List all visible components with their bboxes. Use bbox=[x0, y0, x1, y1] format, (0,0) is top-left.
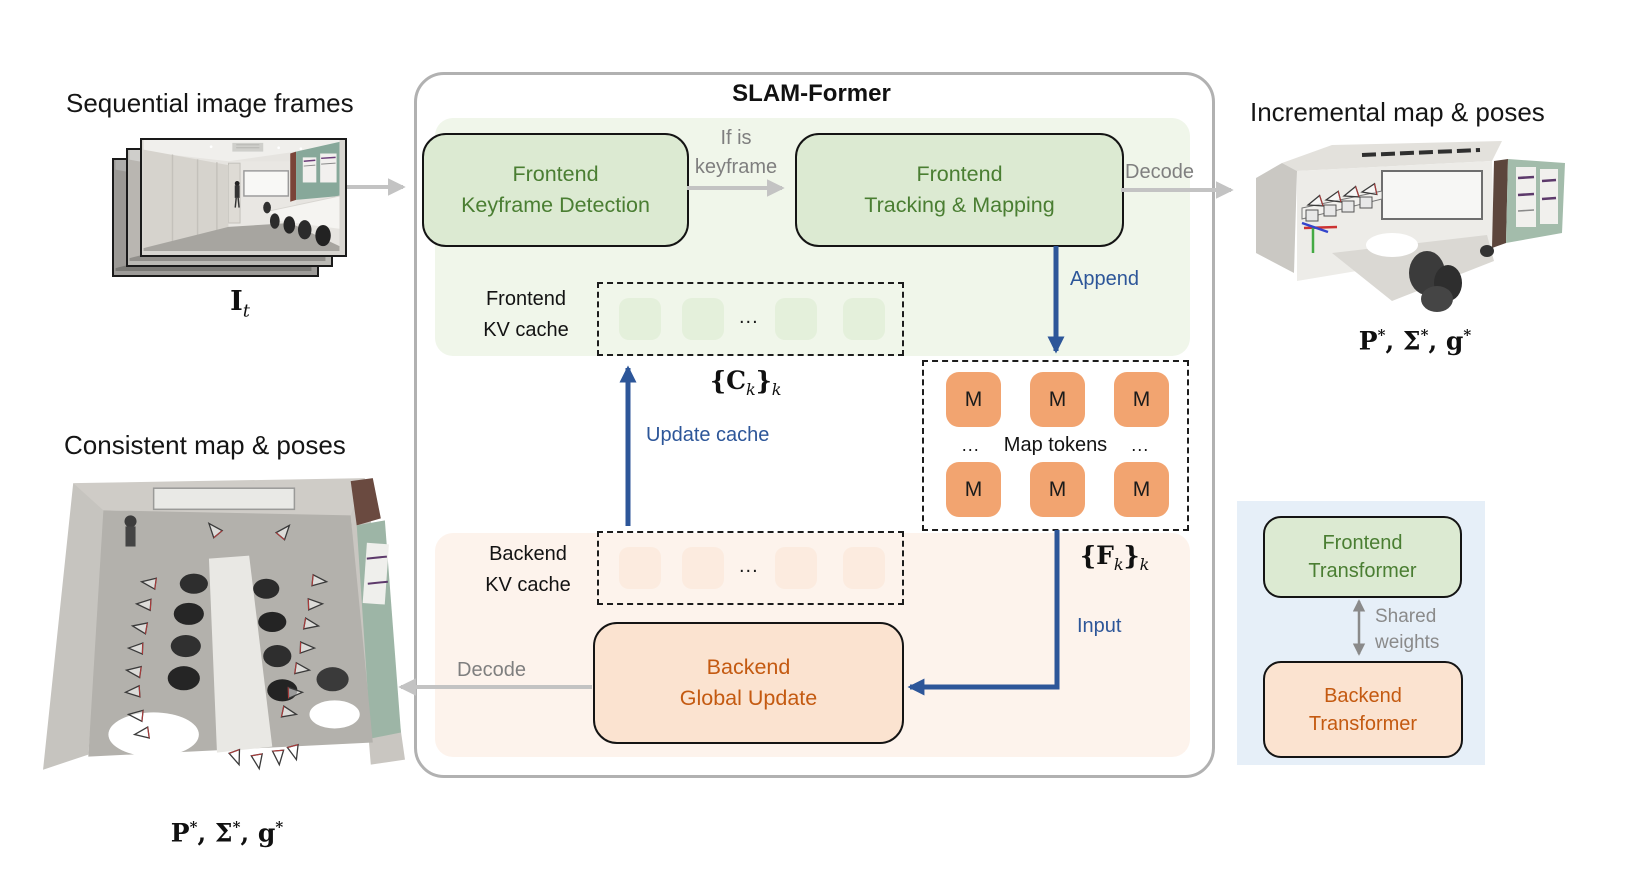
consistent-poses-formula: P*, Σ*, g* bbox=[170, 818, 284, 848]
backend-update-line2: Global Update bbox=[679, 686, 818, 710]
backend-kv-cache-box: ... bbox=[597, 531, 904, 605]
slam-former-title: SLAM-Former bbox=[732, 80, 891, 107]
consistent-map-title: Consistent map & poses bbox=[64, 430, 346, 460]
sequential-frames-title: Sequential image frames bbox=[66, 88, 354, 118]
map-tokens-label-row: ... Map tokens ... bbox=[924, 434, 1187, 457]
frontend-cache-chip bbox=[682, 298, 724, 340]
frontend-tracking-line2: Tracking & Mapping bbox=[864, 193, 1055, 217]
update-cache-label: Update cache bbox=[646, 424, 770, 446]
append-label: Append bbox=[1070, 268, 1139, 290]
backend-cache-chip bbox=[775, 547, 817, 589]
image-frame-front bbox=[140, 138, 347, 257]
frontend-keyframe-detection-box: Frontend Keyframe Detection bbox=[422, 133, 689, 247]
decode-top-label: Decode bbox=[1125, 161, 1194, 183]
map-token-chip: M bbox=[1114, 372, 1169, 427]
map-tokens-label: Map tokens bbox=[1003, 434, 1108, 456]
map-token-chip: M bbox=[1030, 462, 1085, 517]
incremental-poses-formula: P*, Σ*, g* bbox=[1358, 326, 1472, 356]
backend-cache-dots: ... bbox=[739, 555, 759, 577]
frontend-cache-formula: {Ck}k bbox=[710, 366, 782, 399]
incremental-map-title: Incremental map & poses bbox=[1250, 97, 1545, 127]
consistent-map-image bbox=[43, 478, 405, 771]
backend-cache-chip bbox=[682, 547, 724, 589]
frontend-cache-chip bbox=[843, 298, 885, 340]
backend-update-line1: Backend bbox=[706, 655, 791, 679]
if-is-keyframe-label: If is keyframe bbox=[694, 127, 778, 178]
map-tokens-box: M M M ... Map tokens ... M M M bbox=[922, 360, 1189, 531]
map-tokens-formula: {Fk}k bbox=[1080, 541, 1150, 574]
frontend-cache-chip bbox=[775, 298, 817, 340]
decode-bottom-label: Decode bbox=[457, 659, 526, 681]
frontend-tracking-mapping-box: Frontend Tracking & Mapping bbox=[795, 133, 1124, 247]
map-token-chip: M bbox=[1114, 462, 1169, 517]
frontend-kv-cache-label: Frontend KV cache bbox=[483, 288, 569, 341]
frontend-keyframe-line2: Keyframe Detection bbox=[461, 193, 650, 217]
map-tokens-dots-left: ... bbox=[961, 435, 980, 455]
map-token-chip: M bbox=[946, 372, 1001, 427]
frontend-cache-chip bbox=[619, 298, 661, 340]
map-token-chip: M bbox=[946, 462, 1001, 517]
incremental-map-image bbox=[1256, 141, 1565, 312]
shared-weights-label: Shared weights bbox=[1375, 606, 1440, 653]
map-token-chip: M bbox=[1030, 372, 1085, 427]
backend-cache-chip bbox=[619, 547, 661, 589]
frontend-kv-cache-box: ... bbox=[597, 282, 904, 356]
frontend-tracking-line1: Frontend bbox=[916, 162, 1003, 186]
backend-global-update-box: Backend Global Update bbox=[593, 622, 904, 744]
frontend-keyframe-line1: Frontend bbox=[512, 162, 599, 186]
backend-kv-cache-label: Backend KV cache bbox=[485, 543, 571, 596]
input-frames-formula: It bbox=[230, 286, 250, 322]
map-tokens-dots-right: ... bbox=[1131, 435, 1150, 455]
backend-cache-chip bbox=[843, 547, 885, 589]
frontend-cache-dots: ... bbox=[739, 306, 759, 328]
legend-backend-transformer-box: Backend Transformer bbox=[1263, 661, 1463, 758]
input-label: Input bbox=[1077, 615, 1122, 637]
legend-frontend-transformer-box: Frontend Transformer bbox=[1263, 516, 1462, 598]
